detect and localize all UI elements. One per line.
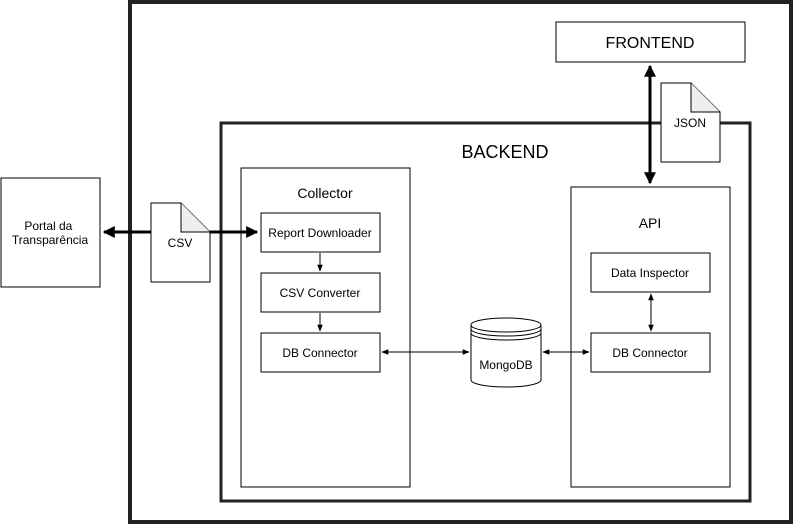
mongodb-label: MongoDB xyxy=(479,358,532,372)
collector-db-connector-label: DB Connector xyxy=(282,346,357,360)
system-boundary xyxy=(128,0,793,524)
json-document-label: JSON xyxy=(674,116,706,130)
mongodb-database: MongoDB xyxy=(470,317,542,388)
csv-document: CSV xyxy=(150,202,211,283)
csv-document-label: CSV xyxy=(168,236,193,250)
api-db-connector-label: DB Connector xyxy=(612,346,687,360)
json-document: JSON xyxy=(660,82,721,163)
backend-box xyxy=(219,121,752,503)
api-db-connector-node: DB Connector xyxy=(590,332,711,373)
collector-db-connector-node: DB Connector xyxy=(260,332,381,373)
csv-converter-node: CSV Converter xyxy=(260,272,381,313)
data-inspector-label: Data Inspector xyxy=(611,266,689,280)
api-title: API xyxy=(639,215,662,231)
report-downloader-label: Report Downloader xyxy=(268,226,371,240)
backend-label: BACKEND xyxy=(461,142,548,162)
portal-label: Portal da Transparência xyxy=(12,219,89,247)
collector-title: Collector xyxy=(297,185,353,201)
portal-node: Portal da Transparência xyxy=(0,177,101,288)
data-inspector-node: Data Inspector xyxy=(590,252,711,293)
frontend-node: FRONTEND xyxy=(555,21,746,63)
csv-converter-label: CSV Converter xyxy=(280,286,361,300)
frontend-label: FRONTEND xyxy=(606,35,695,52)
report-downloader-node: Report Downloader xyxy=(260,212,381,253)
